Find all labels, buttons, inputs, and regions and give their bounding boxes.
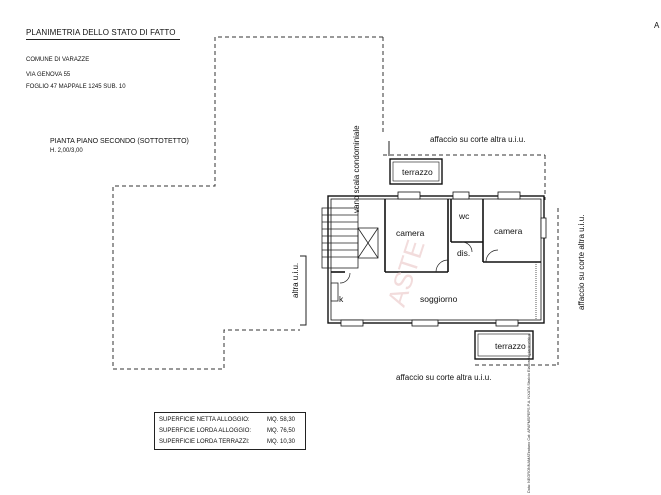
surface-row-lorda: SUPERFICIE LORDA ALLOGGIO: MQ. 76,50: [159, 428, 295, 434]
room-terrazzo-top: terrazzo: [402, 167, 433, 177]
terrace-bottom-outline: [474, 330, 534, 360]
door-swings: [339, 241, 499, 284]
vano-scala-label: vano scala condominiale: [352, 125, 361, 213]
floor-name: PIANTA PIANO SECONDO (SOTTOTETTO): [50, 138, 189, 145]
stair-block: [321, 207, 379, 269]
surface-label: SUPERFICIE NETTA ALLOGGIO:: [159, 417, 250, 423]
surface-row-terrazzi: SUPERFICIE LORDA TERRAZZI: MQ. 10,30: [159, 439, 295, 445]
terrace-top-outline: [389, 158, 443, 185]
address-label: VIA GENOVA 55: [26, 72, 71, 78]
surface-value: MQ. 76,50: [267, 428, 296, 434]
corner-mark: A: [654, 21, 660, 30]
affaccio-bottom-label: affaccio su corte altra u.i.u.: [396, 373, 492, 382]
affaccio-top-label: affaccio su corte altra u.i.u.: [430, 135, 526, 144]
altra-uiu-left-label: altra u.i.u.: [291, 262, 300, 298]
surface-row-netta: SUPERFICIE NETTA ALLOGGIO: MQ. 58,30: [159, 417, 295, 423]
side-note: Data: NEGRONNAMATiratuno Cat: APAFMSPEPS…: [527, 334, 531, 493]
room-terrazzo-bottom: terrazzo: [495, 341, 526, 351]
title-underline: [26, 39, 180, 40]
terrace-bottom-inner: [477, 333, 531, 357]
room-camera-right: camera: [494, 226, 523, 236]
boundary-left: [300, 255, 307, 326]
surfaces-table: SUPERFICIE NETTA ALLOGGIO: MQ. 58,30 SUPE…: [154, 412, 306, 450]
windows: [340, 191, 547, 327]
affaccio-right-label: affaccio su corte altra u.i.u.: [577, 214, 586, 310]
drawing-title: PLANIMETRIA DELLO STATO DI FATTO: [26, 28, 176, 37]
kitchen-counter: [330, 282, 339, 302]
surface-label: SUPERFICIE LORDA ALLOGGIO:: [159, 428, 252, 434]
room-k: k: [339, 294, 344, 304]
building-outline: [112, 36, 383, 370]
surface-value: MQ. 10,30: [267, 439, 296, 445]
room-dis: dis.: [457, 248, 471, 258]
room-soggiorno: soggiorno: [420, 294, 458, 304]
room-camera-left: camera: [396, 228, 425, 238]
cadastral-label: FOGLIO 47 MAPPALE 1245 SUB. 10: [26, 84, 126, 90]
floor-height: H. 2,00/3,00: [50, 148, 83, 154]
comune-label: COMUNE DI VARAZZE: [26, 57, 90, 63]
surface-label: SUPERFICIE LORDA TERRAZZI:: [159, 439, 250, 445]
room-wc: wc: [459, 211, 470, 221]
terrace-top-inner: [392, 161, 440, 182]
surface-value: MQ. 58,30: [267, 417, 296, 423]
